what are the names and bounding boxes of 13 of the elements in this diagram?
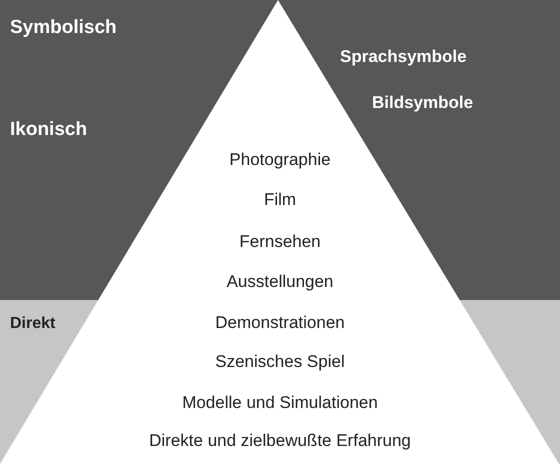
experience-item: Modelle und Simulationen: [182, 393, 378, 413]
experience-item: Direkte und zielbewußte Erfahrung: [149, 431, 411, 451]
level-label: Ikonisch: [10, 119, 88, 141]
experience-item: Szenisches Spiel: [215, 352, 345, 372]
experience-item: Film: [264, 190, 296, 210]
level-label: Symbolisch: [10, 17, 117, 39]
experience-item: Demonstrationen: [215, 313, 345, 333]
experience-item: Ausstellungen: [226, 272, 334, 292]
experience-item: Photographie: [229, 150, 331, 170]
experience-item: Fernsehen: [239, 232, 321, 252]
sublevel-label: Bildsymbole: [372, 92, 474, 114]
level-label: Direkt: [10, 314, 56, 334]
sublevel-label: Sprachsymbole: [340, 46, 467, 68]
